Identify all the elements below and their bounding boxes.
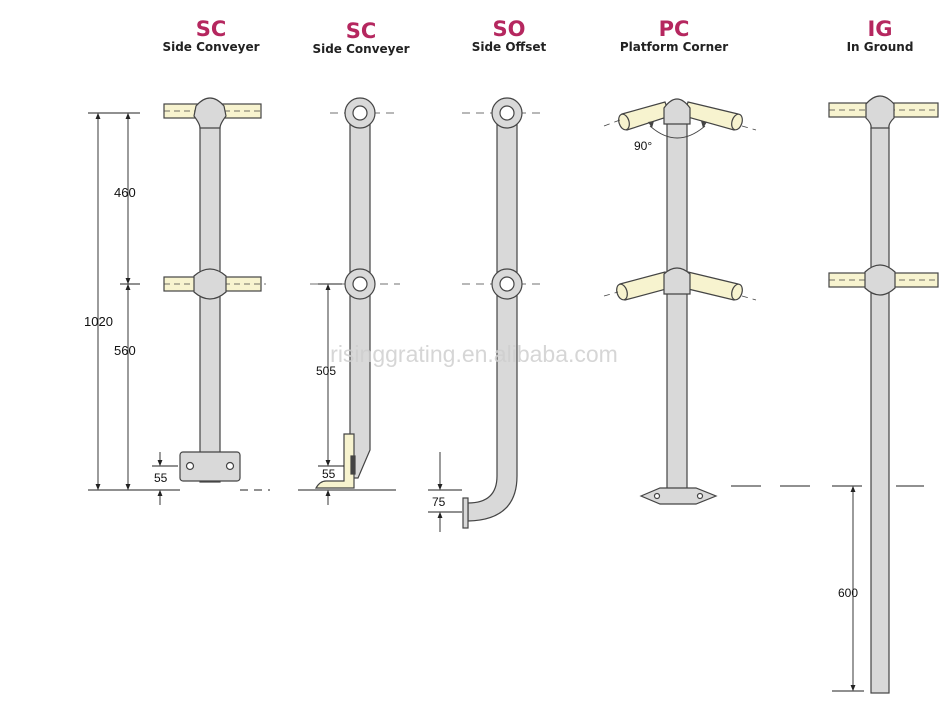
watermark: risinggrating.en.alibaba.com (330, 341, 618, 367)
variant-name: Side Conveyer (312, 42, 409, 56)
dim-lower-spacing: 560 (114, 343, 136, 358)
offset-post (467, 119, 518, 522)
header-sc-2: SC Side Conveyer (312, 19, 409, 56)
variant-code: SC (346, 19, 377, 43)
dim-base-offset: 55 (322, 467, 336, 481)
post (870, 113, 890, 694)
dim-mid-height: 505 (316, 364, 336, 378)
knuckle-mid (193, 268, 227, 300)
ground-line (731, 485, 924, 692)
flange-plate (179, 451, 241, 482)
variant-name: In Ground (847, 40, 914, 54)
variant-name: Platform Corner (620, 40, 728, 54)
base-plate (639, 487, 718, 505)
side-plate (462, 497, 469, 529)
variant-name: Side Conveyer (162, 40, 259, 54)
knuckle-mid (864, 264, 896, 296)
dim-base-offset: 75 (432, 495, 446, 509)
dims-so (428, 452, 462, 532)
dims-sc-1 (88, 112, 270, 505)
variant-name: Side Offset (472, 40, 547, 54)
knuckle-top (865, 95, 895, 129)
knuckle-top (193, 97, 227, 129)
header-so: SO Side Offset (472, 17, 547, 54)
dims-sc-2 (298, 283, 396, 505)
variant-code: SC (196, 17, 227, 41)
angle-bracket (314, 433, 355, 489)
stanchion-so (462, 97, 545, 529)
dim-base-offset: 55 (154, 471, 168, 485)
header-pc: PC Platform Corner (620, 17, 728, 54)
header-ig: IG In Ground (847, 17, 914, 54)
variant-code: IG (867, 17, 892, 41)
stanchion-sc-1 (163, 97, 266, 483)
stanchion-ig (828, 95, 939, 694)
post (666, 117, 688, 491)
dim-upper-spacing: 460 (114, 185, 136, 200)
dim-embed-depth: 600 (838, 586, 858, 600)
stanchion-pc (603, 98, 757, 505)
dim-corner-angle: 90° (634, 139, 652, 153)
variant-code: SO (493, 17, 526, 41)
stanchion-sc-2 (310, 97, 400, 489)
rail-mid-right (683, 271, 739, 301)
rail-top-right (683, 101, 739, 131)
knuckle-mid (663, 267, 691, 295)
header-sc-1: SC Side Conveyer (162, 17, 259, 54)
knuckle-top (663, 98, 691, 125)
variant-code: PC (659, 17, 690, 41)
dim-total-height: 1020 (84, 314, 113, 329)
